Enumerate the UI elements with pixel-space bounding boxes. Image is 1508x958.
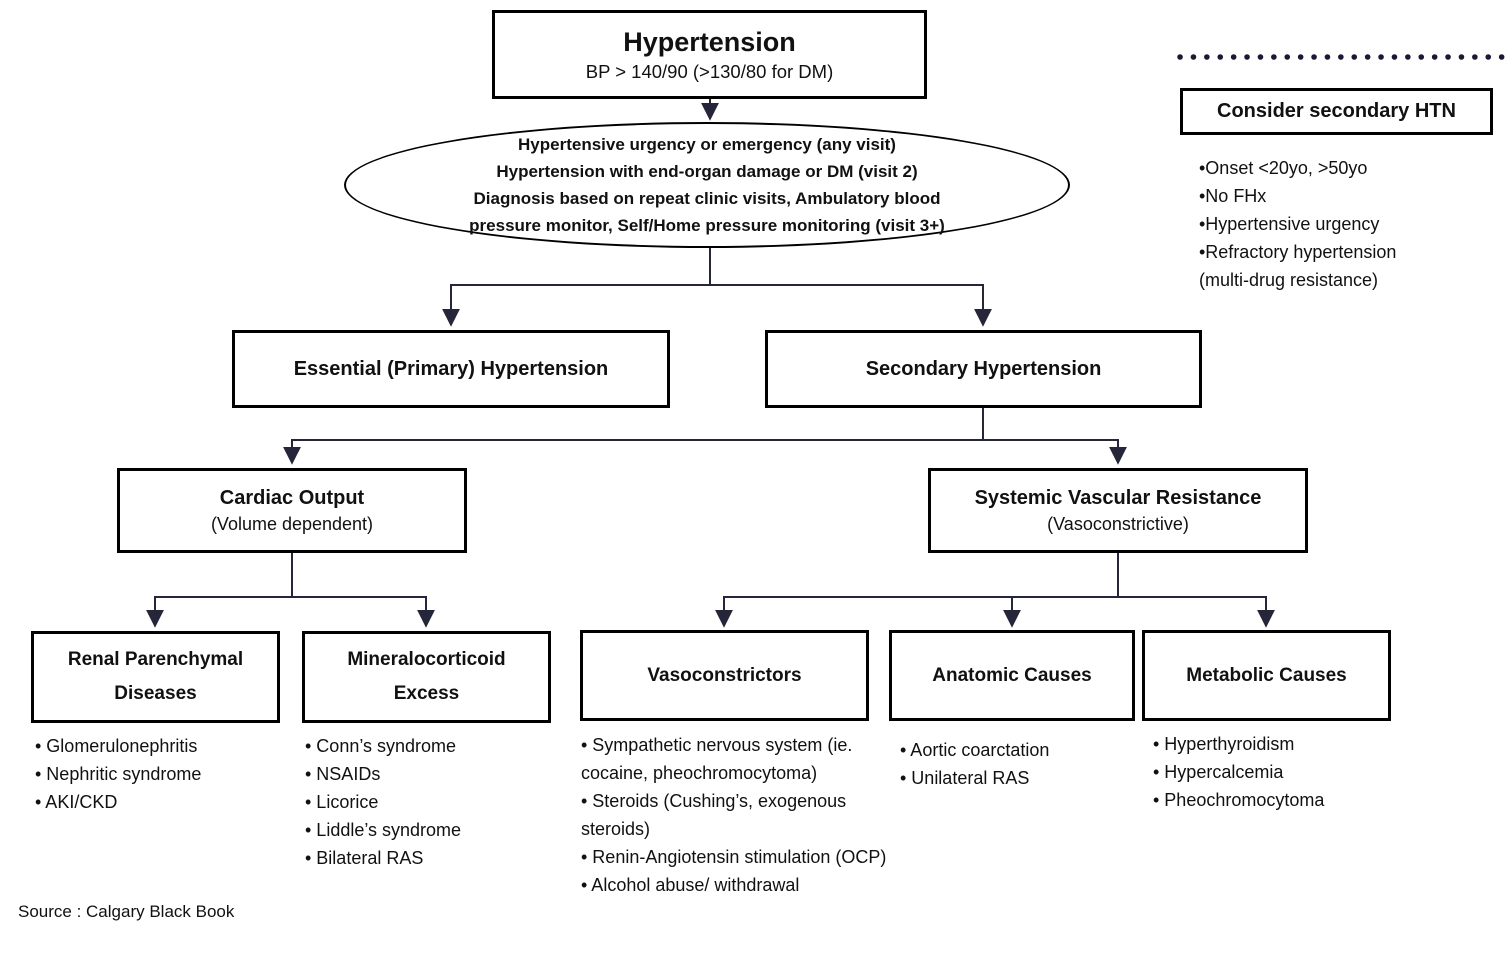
anatomic-cause-list: • Aortic coarctation • Unilateral RAS — [900, 736, 1130, 792]
node-hypertension-title: Hypertension — [623, 26, 796, 57]
node-cardiac-output-title: Cardiac Output — [219, 486, 365, 509]
node-svr-title: Systemic Vascular Resistance — [974, 486, 1262, 509]
list-item: • NSAIDs — [305, 764, 381, 784]
list-item: • Nephritic syndrome — [35, 764, 202, 784]
node-secondary-label: Secondary Hypertension — [865, 358, 1102, 380]
node-essential-hypertension: Essential (Primary) Hypertension — [232, 330, 670, 408]
node-vasoconstrictors-title: Vasoconstrictors — [647, 664, 802, 686]
vasoconstrictor-cause-list: • Sympathetic nervous system (ie. cocain… — [581, 731, 887, 899]
node-renal-parenchymal: Renal Parenchymal Diseases — [31, 631, 280, 723]
node-anatomic-causes: Anatomic Causes — [889, 630, 1135, 721]
node-essential-label: Essential (Primary) Hypertension — [293, 358, 609, 380]
renal-cause-list: • Glomerulonephritis • Nephritic syndrome… — [35, 732, 285, 816]
criteria-line: Hypertensive urgency or emergency (any v… — [518, 135, 896, 154]
criteria-line: Diagnosis based on repeat clinic visits,… — [473, 189, 941, 208]
list-item: • Bilateral RAS — [305, 848, 424, 868]
node-metabolic-causes: Metabolic Causes — [1142, 630, 1391, 721]
node-cardiac-output: Cardiac Output (Volume dependent) — [117, 468, 467, 553]
list-item: •Refractory hypertension — [1199, 242, 1397, 262]
list-item: • Liddle’s syndrome — [305, 820, 462, 840]
node-mineralocorticoid-excess: Mineralocorticoid Excess — [302, 631, 551, 723]
list-item: •Onset <20yo, >50yo — [1199, 158, 1368, 178]
list-item: •No FHx — [1199, 186, 1267, 206]
list-item: • Hyperthyroidism — [1153, 734, 1295, 754]
list-item: • Hypercalcemia — [1153, 762, 1284, 782]
criteria-line: Hypertension with end-organ damage or DM… — [496, 162, 918, 181]
consider-secondary-htn-list: •Onset <20yo, >50yo •No FHx •Hypertensive … — [1199, 154, 1499, 294]
node-anatomic-title: Anatomic Causes — [932, 664, 1092, 686]
node-hypertension-subtitle: BP > 140/90 (>130/80 for DM) — [585, 60, 834, 82]
node-cardiac-output-subtitle: (Volume dependent) — [210, 513, 374, 534]
node-hypertension: Hypertension BP > 140/90 (>130/80 for DM… — [492, 10, 927, 99]
node-renal-title: Renal Parenchymal Diseases — [67, 649, 244, 704]
list-item: • Steroids (Cushing’s, exogenous steroid… — [581, 791, 847, 839]
list-item: • Sympathetic nervous system (ie. cocain… — [581, 735, 853, 783]
consider-secondary-htn-box: Consider secondary HTN — [1180, 88, 1493, 135]
list-item: • Licorice — [305, 792, 379, 812]
criteria-line: pressure monitor, Self/Home pressure mon… — [469, 216, 945, 235]
node-mineralocorticoid-title: Mineralocorticoid Excess — [347, 649, 506, 704]
list-item: • Aortic coarctation — [900, 740, 1050, 760]
node-svr-subtitle: (Vasoconstrictive) — [1047, 513, 1189, 534]
consider-secondary-htn-title: Consider secondary HTN — [1217, 100, 1456, 122]
metabolic-cause-list: • Hyperthyroidism • Hypercalcemia • Pheoch… — [1153, 730, 1393, 814]
source-note: Source : Calgary Black Book — [18, 902, 235, 921]
list-item: • AKI/CKD — [35, 792, 118, 812]
list-item: • Conn’s syndrome — [305, 736, 457, 756]
list-item: • Unilateral RAS — [900, 768, 1030, 788]
list-item: • Alcohol abuse/ withdrawal — [581, 875, 800, 895]
node-metabolic-title: Metabolic Causes — [1186, 664, 1347, 686]
list-item: • Renin-Angiotensin stimulation (OCP) — [581, 847, 887, 867]
node-diagnosis-criteria: Hypertensive urgency or emergency (any v… — [344, 122, 1070, 248]
node-systemic-vascular-resistance: Systemic Vascular Resistance (Vasoconstr… — [928, 468, 1308, 553]
list-item: •Hypertensive urgency — [1199, 214, 1380, 234]
node-vasoconstrictors: Vasoconstrictors — [580, 630, 869, 721]
node-secondary-hypertension: Secondary Hypertension — [765, 330, 1202, 408]
list-item: (multi-drug resistance) — [1199, 270, 1379, 290]
list-item: • Pheochromocytoma — [1153, 790, 1325, 810]
mineralocorticoid-cause-list: • Conn’s syndrome • NSAIDs • Licorice • Lid… — [305, 732, 555, 872]
list-item: • Glomerulonephritis — [35, 736, 198, 756]
